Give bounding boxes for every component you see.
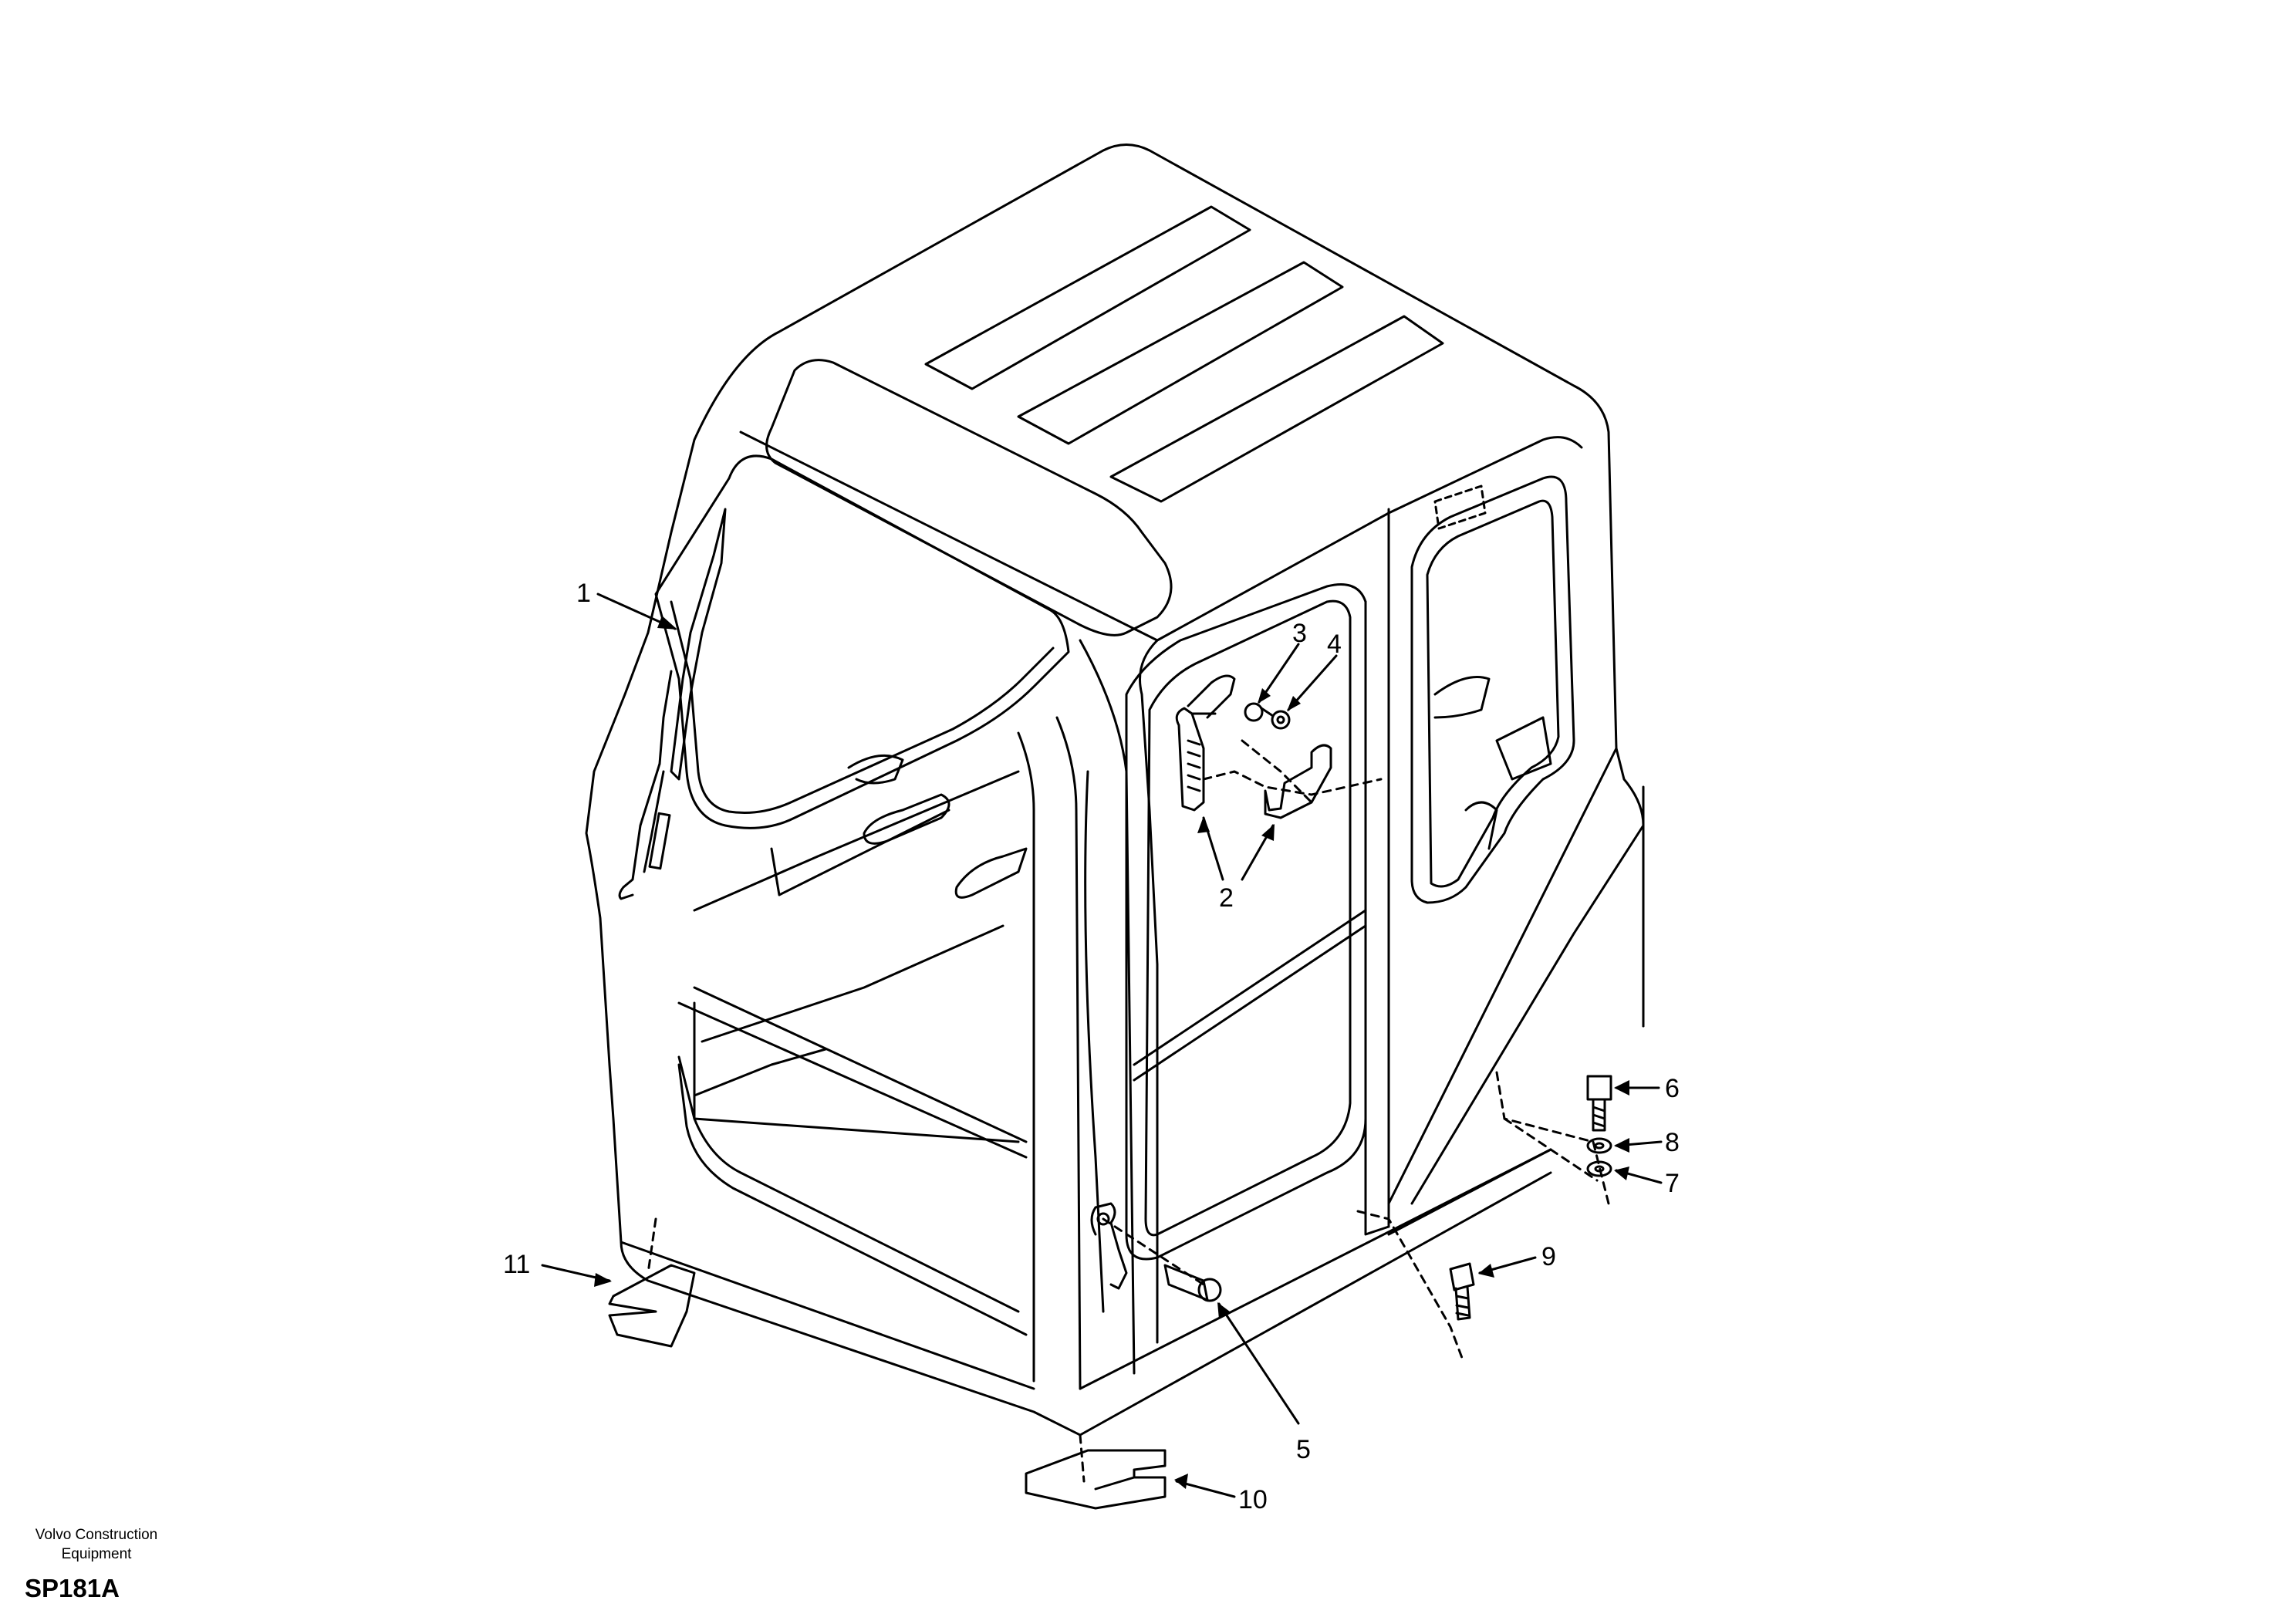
rear-window [1387, 475, 1645, 1205]
drawing-code: SP181A [25, 1574, 120, 1602]
leader-lines [541, 593, 1663, 1498]
callout-3: 3 [1292, 619, 1307, 648]
callout-8: 8 [1665, 1128, 1680, 1157]
dashed-guides [647, 739, 1610, 1483]
shim-10 [1025, 1449, 1167, 1510]
callout-4: 4 [1327, 630, 1342, 659]
front-window [654, 454, 1070, 1336]
callout-10: 10 [1238, 1485, 1268, 1514]
cab-body [585, 143, 1645, 1437]
callout-5: 5 [1296, 1435, 1311, 1464]
washer-8 [1586, 1137, 1612, 1154]
callout-6: 6 [1665, 1074, 1680, 1103]
callout-2: 2 [1219, 883, 1234, 913]
wiper-assembly [618, 508, 727, 900]
drawing-footer: Volvo Construction Equipment SP181A [25, 1527, 157, 1602]
callout-11: 11 [503, 1250, 530, 1279]
callout-labels: 1 2 3 4 5 6 8 7 9 10 11 [503, 579, 1680, 1514]
grab-handle [1175, 674, 1236, 812]
bolt-6 [1586, 1075, 1612, 1132]
door [1084, 508, 1390, 1313]
callout-1: 1 [576, 579, 591, 608]
washer-4 [1271, 710, 1291, 730]
publisher-line-1: Volvo Construction [35, 1527, 157, 1543]
handle-bracket [1264, 744, 1332, 819]
arrowheads [594, 616, 1629, 1489]
publisher-line-2: Equipment [62, 1546, 133, 1562]
bolt-3 [1244, 702, 1275, 722]
bolt-9 [1449, 1262, 1475, 1321]
callout-9: 9 [1541, 1242, 1556, 1271]
callout-7: 7 [1665, 1169, 1680, 1198]
shim-11 [608, 1264, 696, 1348]
